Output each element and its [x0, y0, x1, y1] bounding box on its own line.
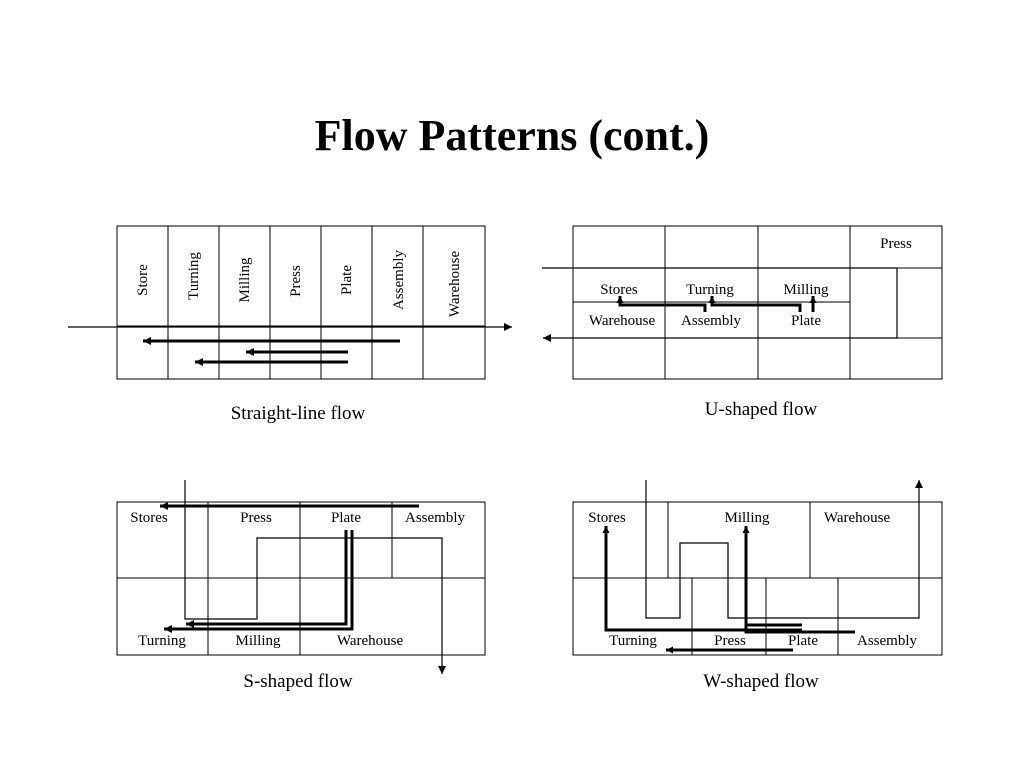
straight-caption: Straight-line flow: [231, 403, 366, 424]
u-shaped-diagram: Press Stores Turning Milling Warehouse A…: [542, 225, 943, 420]
w-shaped-diagram: Stores Milling Warehouse Turning Press P…: [572, 480, 943, 692]
w-label-press: Press: [714, 633, 746, 649]
u-label-assembly: Assembly: [681, 313, 742, 329]
w-label-assembly: Assembly: [857, 633, 918, 649]
slide-title: Flow Patterns (cont.): [315, 111, 710, 160]
u-label-milling: Milling: [783, 282, 829, 298]
u-label-press: Press: [880, 236, 912, 252]
s-caption: S-shaped flow: [243, 671, 353, 692]
s-label-stores: Stores: [130, 510, 168, 526]
s-label-press: Press: [240, 510, 272, 526]
dept-assembly: Assembly: [391, 250, 407, 311]
s-return-arrow-2: [164, 530, 354, 633]
u-label-warehouse: Warehouse: [589, 313, 656, 329]
u-caption: U-shaped flow: [705, 399, 818, 420]
s-label-assembly: Assembly: [405, 510, 466, 526]
dept-warehouse: Warehouse: [447, 251, 463, 318]
dept-plate: Plate: [339, 265, 355, 295]
w-label-stores: Stores: [588, 510, 626, 526]
s-label-turning: Turning: [138, 633, 186, 649]
dept-milling: Milling: [237, 257, 253, 303]
w-return-arrow-1: [602, 526, 802, 632]
u-main-flow-arrow: [542, 267, 898, 342]
s-return-arrow-1: [186, 530, 348, 628]
straight-line-diagram: Store Turning Milling Press Plate Assemb…: [68, 225, 512, 424]
straight-frame: [116, 225, 486, 380]
dept-turning: Turning: [186, 252, 202, 300]
s-label-plate: Plate: [331, 510, 361, 526]
s-label-milling: Milling: [235, 633, 281, 649]
w-main-flow-arrow: [645, 480, 923, 619]
w-label-turning: Turning: [609, 633, 657, 649]
u-return-arrow-1: [616, 296, 707, 312]
u-label-stores: Stores: [600, 282, 638, 298]
u-label-turning: Turning: [686, 282, 734, 298]
w-label-warehouse: Warehouse: [824, 510, 891, 526]
s-main-flow-arrow: [184, 480, 446, 674]
s-shaped-diagram: Stores Press Plate Assembly Turning Mill…: [116, 480, 486, 692]
w-label-milling: Milling: [724, 510, 770, 526]
s-label-warehouse: Warehouse: [337, 633, 404, 649]
w-caption: W-shaped flow: [703, 671, 819, 692]
w-return-arrow-2: [742, 526, 855, 634]
u-label-plate: Plate: [791, 313, 821, 329]
w-label-plate: Plate: [788, 633, 818, 649]
dept-store: Store: [135, 264, 151, 296]
u-return-arrow-2: [708, 296, 802, 312]
dept-press: Press: [288, 265, 304, 297]
